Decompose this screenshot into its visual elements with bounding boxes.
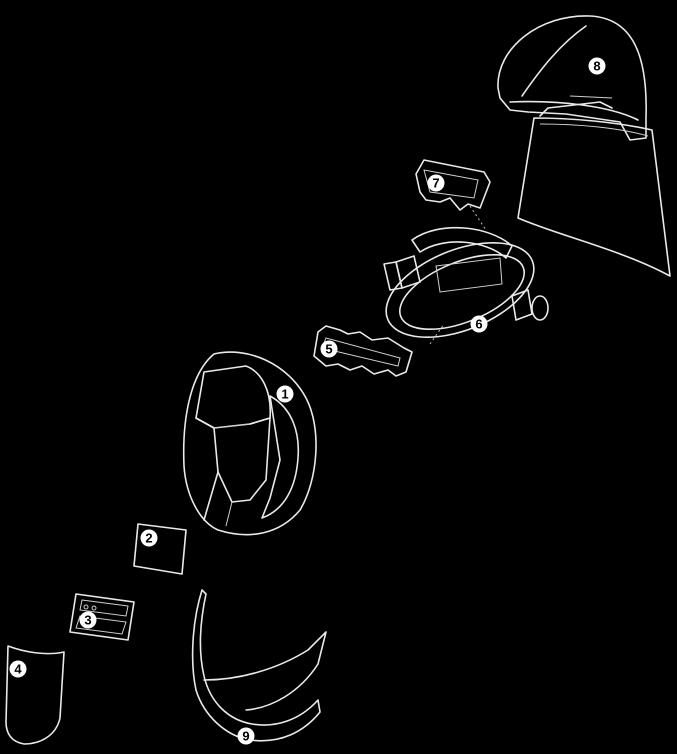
headgear xyxy=(373,224,548,357)
callout-2: 2 xyxy=(141,530,158,547)
svg-text:7: 7 xyxy=(432,176,439,191)
svg-text:4: 4 xyxy=(14,662,22,677)
svg-text:5: 5 xyxy=(325,342,332,357)
callout-6: 6 xyxy=(471,316,488,333)
chin-bib xyxy=(193,590,326,741)
hard-hat-with-neck-curtain xyxy=(498,16,670,276)
callout-4: 4 xyxy=(10,661,27,678)
helmet-shell xyxy=(184,352,316,535)
callout-3: 3 xyxy=(80,612,97,629)
callout-1: 1 xyxy=(277,386,294,403)
auto-darkening-filter xyxy=(70,594,134,640)
svg-text:1: 1 xyxy=(281,387,288,402)
svg-text:6: 6 xyxy=(475,317,482,332)
callout-9: 9 xyxy=(238,728,255,745)
svg-text:8: 8 xyxy=(593,59,600,74)
callout-5: 5 xyxy=(321,341,338,358)
svg-text:9: 9 xyxy=(242,729,249,744)
callout-7: 7 xyxy=(428,175,445,192)
svg-text:2: 2 xyxy=(145,531,152,546)
rear-sweatband xyxy=(416,160,490,230)
inner-cover-lens xyxy=(134,524,186,574)
svg-text:3: 3 xyxy=(84,613,91,628)
callout-8: 8 xyxy=(589,58,606,75)
